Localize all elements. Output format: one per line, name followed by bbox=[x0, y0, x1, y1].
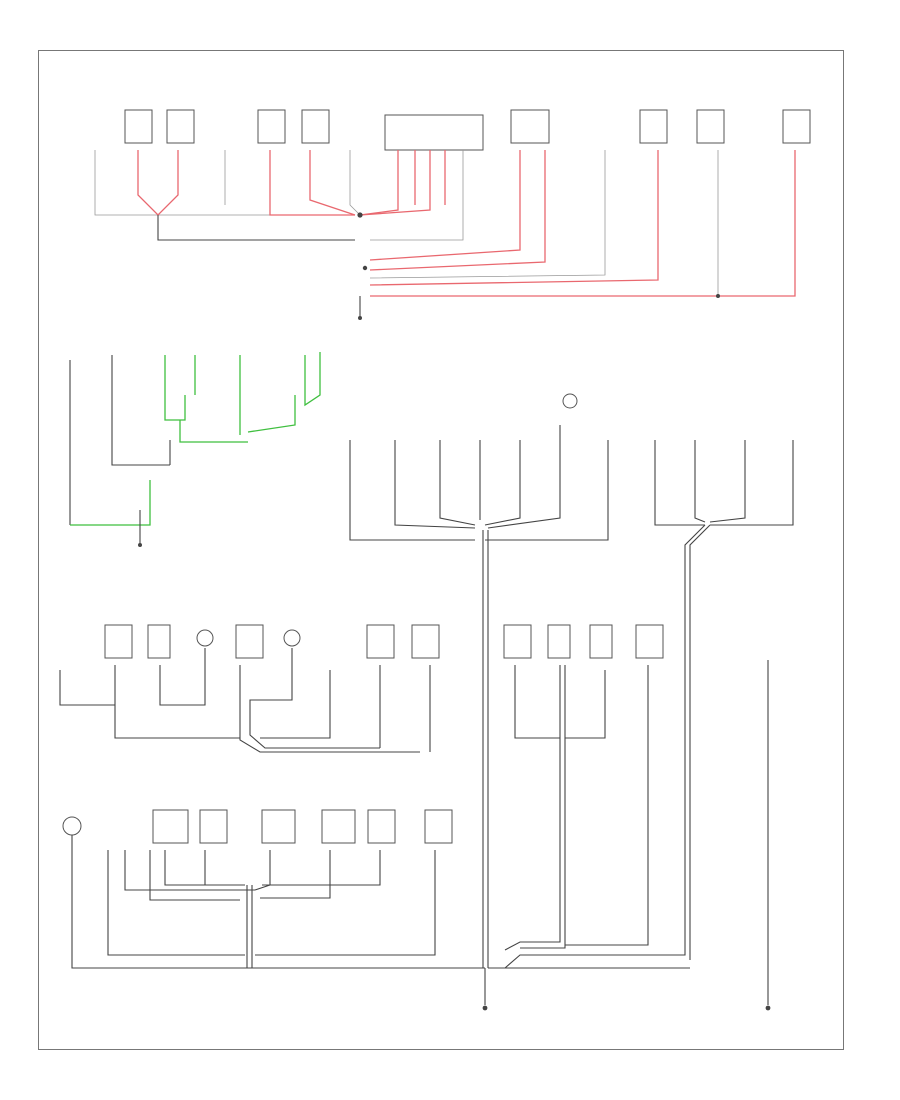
component-box bbox=[635, 624, 664, 659]
component-box bbox=[696, 109, 725, 144]
lamp-symbol bbox=[196, 629, 214, 647]
splice-dot bbox=[357, 212, 363, 218]
component-box bbox=[589, 624, 613, 659]
component-box bbox=[321, 809, 356, 844]
instrument-cluster-box bbox=[384, 114, 484, 151]
lamp-symbol bbox=[562, 393, 578, 409]
component-box bbox=[235, 624, 264, 659]
component-box bbox=[510, 109, 550, 144]
component-box bbox=[124, 109, 153, 144]
top-components bbox=[124, 109, 811, 151]
lower-left-components bbox=[104, 624, 440, 659]
component-box bbox=[639, 109, 668, 144]
ground-symbol bbox=[482, 1005, 488, 1011]
ground-symbol bbox=[138, 543, 142, 547]
component-box bbox=[547, 624, 571, 659]
lamp-symbol bbox=[283, 629, 301, 647]
component-box bbox=[261, 809, 296, 844]
component-box bbox=[367, 809, 396, 844]
component-box bbox=[503, 624, 532, 659]
lower-right-components bbox=[503, 624, 664, 659]
bottom-components bbox=[62, 809, 453, 844]
component-box bbox=[411, 624, 440, 659]
component-box bbox=[152, 809, 189, 844]
mid-right-wiring bbox=[349, 425, 794, 969]
lamp-symbol bbox=[62, 816, 82, 836]
top-wiring bbox=[94, 150, 796, 320]
component-box bbox=[424, 809, 453, 844]
bottom-wiring bbox=[71, 835, 690, 1011]
ground-symbol bbox=[358, 316, 362, 320]
lower-left-wiring bbox=[59, 648, 431, 753]
splice-dot bbox=[716, 294, 720, 298]
component-box bbox=[782, 109, 811, 144]
diagram-frame bbox=[38, 50, 844, 1050]
splice-dot bbox=[362, 265, 368, 271]
lower-right-wiring bbox=[504, 660, 771, 1011]
component-box bbox=[199, 809, 228, 844]
component-box bbox=[366, 624, 395, 659]
component-box bbox=[147, 624, 171, 659]
component-box bbox=[257, 109, 286, 144]
mid-right-components bbox=[562, 393, 578, 409]
component-box bbox=[104, 624, 133, 659]
component-box bbox=[301, 109, 330, 144]
component-box bbox=[166, 109, 195, 144]
ground-symbol bbox=[765, 1005, 771, 1011]
left-group bbox=[69, 352, 321, 547]
